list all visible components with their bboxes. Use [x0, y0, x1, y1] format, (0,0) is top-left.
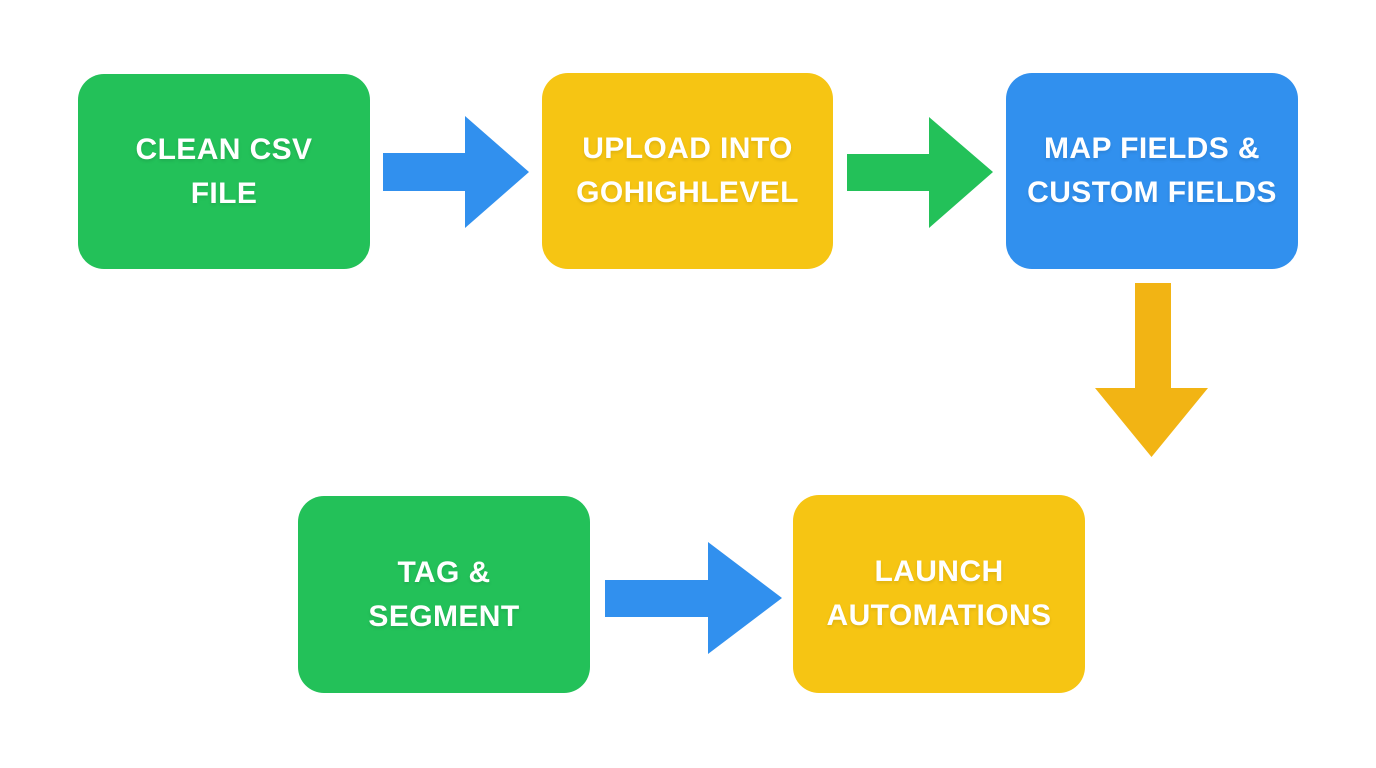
arrow-down-shape — [1095, 283, 1208, 457]
arrow-right-shape — [847, 117, 993, 228]
node-label-clean-csv-file: CLEAN CSV FILE — [135, 132, 313, 210]
arrow-upload-to-map-fields — [847, 117, 993, 228]
node-launch-automations: LAUNCH AUTOMATIONS — [793, 495, 1085, 693]
node-clean-csv-file: CLEAN CSV FILE — [78, 74, 370, 269]
arrow-right-icon — [847, 117, 993, 228]
node-upload-into-gohighlevel: UPLOAD INTO GOHIGHLEVEL — [542, 73, 833, 269]
arrow-right-icon — [605, 542, 782, 654]
node-label-upload-into-gohighlevel: UPLOAD INTO GOHIGHLEVEL — [576, 132, 799, 209]
node-map-fields-custom-fields: MAP FIELDS & CUSTOM FIELDS — [1006, 73, 1298, 269]
arrow-down-icon — [1095, 283, 1208, 457]
arrow-right-shape — [383, 116, 529, 228]
arrow-right-icon — [383, 116, 529, 228]
arrow-map-fields-to-launch — [1095, 283, 1208, 457]
arrow-tag-segment-to-launch — [605, 542, 782, 654]
node-label-launch-automations: LAUNCH AUTOMATIONS — [826, 555, 1052, 632]
node-label-map-fields-custom-fields: MAP FIELDS & CUSTOM FIELDS — [1027, 132, 1277, 209]
arrow-clean-csv-to-upload — [383, 116, 529, 228]
node-tag-segment: TAG & SEGMENT — [298, 496, 590, 693]
arrow-right-shape — [605, 542, 782, 654]
node-label-tag-segment: TAG & SEGMENT — [368, 555, 520, 633]
